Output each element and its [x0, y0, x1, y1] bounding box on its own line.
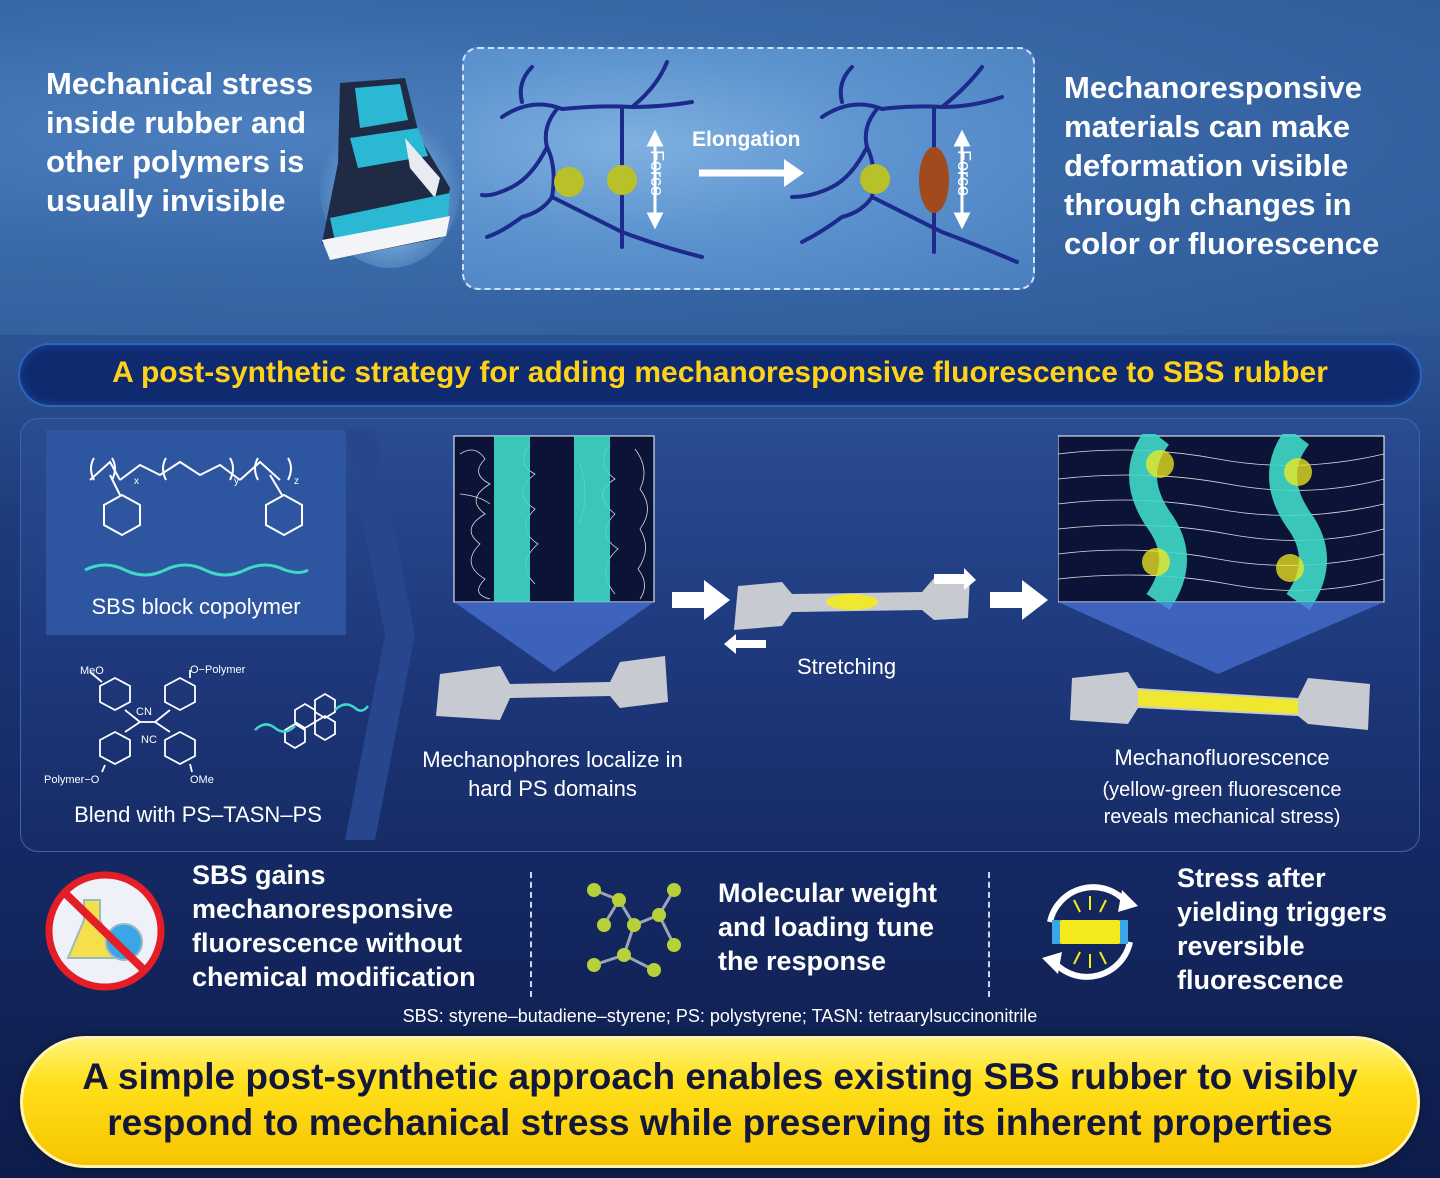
no-chemistry-icon: [45, 871, 165, 991]
mechanofluorescence-title: Mechanofluorescence: [1114, 745, 1330, 770]
polymer-network-diagram: [480, 60, 1019, 264]
tasn-structure-icon: [89, 670, 369, 773]
feature-reversible: Stress after yielding triggers reversibl…: [1177, 863, 1388, 995]
reversible-cycle-icon: [1042, 884, 1138, 980]
mechanofluorescence-caption: (yellow-green fluorescence reveals mecha…: [1102, 779, 1342, 828]
chem-polymero-label: Polymer−O: [44, 774, 100, 786]
abbreviation-footnote: SBS: styrene–butadiene–styrene; PS: poly…: [402, 1006, 1038, 1026]
strategy-title: A post-synthetic strategy for adding mec…: [112, 356, 1328, 389]
force-label-left: Force: [647, 150, 667, 197]
mechanofluorescence-diagram: [1058, 434, 1385, 730]
shoe-icon: [320, 78, 460, 268]
chem-opolymer-label: O−Polymer: [190, 664, 246, 676]
feature-divider-1: [530, 872, 532, 997]
feature-no-modification: SBS gains mechanoresponsive fluorescence…: [192, 860, 476, 992]
elongation-label: Elongation: [692, 128, 801, 151]
feature-divider-2: [988, 872, 990, 997]
sbs-copolymer-card: [46, 430, 346, 635]
force-label-right: Force: [954, 150, 974, 197]
subscript-z: z: [294, 476, 299, 487]
chem-ome-label: OMe: [190, 774, 214, 786]
conclusion-banner: [20, 1036, 1420, 1168]
mechanoresponsive-statement: Mechanoresponsive materials can make def…: [1064, 70, 1380, 261]
conclusion-text: A simple post-synthetic approach enables…: [82, 1056, 1358, 1143]
stretching-diagram: [672, 568, 1048, 654]
chem-cn-label: CN: [136, 706, 152, 718]
ps-domain-diagram: [436, 435, 668, 720]
stretching-label: Stretching: [797, 654, 897, 679]
intro-statement: Mechanical stress inside rubber and othe…: [46, 66, 314, 218]
localize-caption: Mechanophores localize in hard PS domain…: [422, 747, 683, 801]
subscript-y: y: [234, 476, 239, 487]
strategy-banner: [18, 343, 1422, 407]
molecule-network-icon: [587, 883, 681, 977]
panel-chevron: [345, 430, 415, 840]
feature-tuning: Molecular weight and loading tune the re…: [718, 878, 938, 976]
chem-meo-label: MeO: [80, 665, 104, 677]
subscript-x: x: [134, 476, 139, 487]
blend-label: Blend with PS–TASN–PS: [74, 802, 322, 827]
chem-nc-label: NC: [141, 734, 157, 746]
sbs-structure-icon: [84, 457, 309, 577]
sbs-label: SBS block copolymer: [91, 594, 301, 619]
